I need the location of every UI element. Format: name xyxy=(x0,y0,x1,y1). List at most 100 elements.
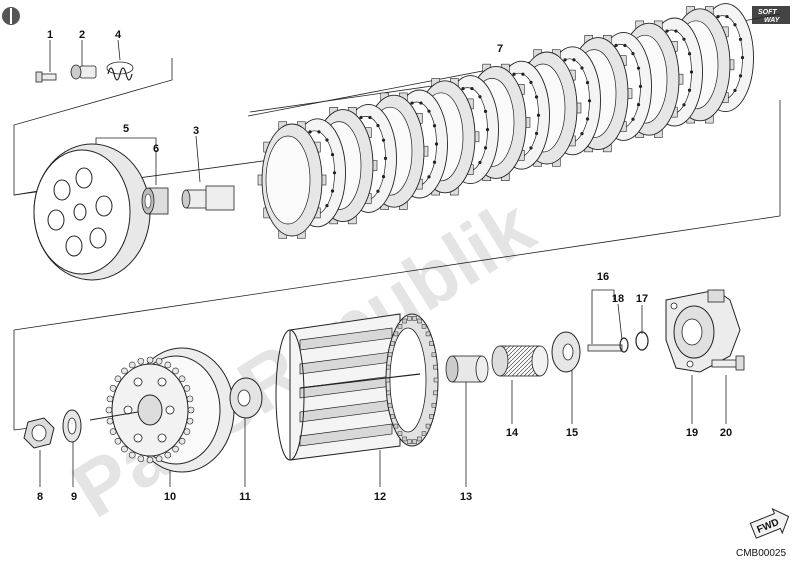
callout-6: 6 xyxy=(153,143,159,155)
basket-gear-tooth xyxy=(390,414,395,419)
callout-9: 9 xyxy=(71,491,77,503)
part-12-clutch-basket xyxy=(275,313,439,461)
callout-12: 12 xyxy=(374,491,386,503)
basket-gear-tooth xyxy=(390,341,395,346)
sprocket-tooth xyxy=(137,455,145,463)
sprocket-tooth xyxy=(114,437,122,445)
sprocket-tooth xyxy=(105,406,113,414)
sprocket-tooth xyxy=(128,451,136,459)
sprocket-tooth xyxy=(146,456,154,464)
basket-gear-tooth xyxy=(425,423,431,429)
basket-gear-tooth xyxy=(393,331,399,337)
callout-1: 1 xyxy=(47,29,53,41)
info-badge-icon[interactable] xyxy=(2,7,20,25)
part-15-washer xyxy=(551,331,581,373)
basket-gear-tooth xyxy=(402,318,407,324)
drawing-code: CMB00025 xyxy=(736,548,786,559)
part-13-spacer-sleeve xyxy=(445,355,489,383)
basket-gear-tooth xyxy=(429,341,434,346)
callout-10: 10 xyxy=(164,491,176,503)
sprocket-tooth xyxy=(172,367,179,375)
basket-gear-tooth xyxy=(386,390,391,396)
basket-gear-tooth xyxy=(417,318,422,324)
fwd-arrow-icon: FWD xyxy=(749,507,790,539)
callout-8: 8 xyxy=(37,491,43,503)
part-10-clutch-hub xyxy=(89,347,235,473)
part-5-pressure-plate xyxy=(33,143,151,281)
part-18-o-ring xyxy=(619,337,629,353)
basket-gear-tooth xyxy=(386,364,391,370)
sprocket-tooth xyxy=(114,375,122,383)
sprocket-tooth xyxy=(146,356,154,364)
sprocket-tooth xyxy=(178,437,186,445)
basket-gear-tooth xyxy=(417,436,422,442)
sprocket-tooth xyxy=(121,445,128,453)
basket-gear-tooth xyxy=(433,377,439,383)
callout-20: 20 xyxy=(720,427,732,439)
basket-gear-tooth xyxy=(407,316,412,321)
sprocket-tooth xyxy=(164,361,172,369)
basket-gear-tooth xyxy=(431,352,437,358)
basket-gear-tooth xyxy=(387,352,393,358)
callout-13: 13 xyxy=(460,491,472,503)
basket-gear-tooth xyxy=(407,439,412,444)
sprocket-tooth xyxy=(106,395,114,403)
callout-15: 15 xyxy=(566,427,578,439)
sprocket-tooth xyxy=(121,367,128,375)
basket-gear-tooth xyxy=(402,436,407,442)
sprocket-tooth xyxy=(172,445,179,453)
part-3-pushrod-head xyxy=(181,185,235,211)
sprocket-tooth xyxy=(128,361,136,369)
basket-gear-tooth xyxy=(412,316,417,321)
part-1-bolt xyxy=(35,71,57,83)
part-20-bolt xyxy=(711,355,745,371)
sprocket-tooth xyxy=(155,455,163,463)
sprocket-tooth xyxy=(137,357,145,365)
basket-gear-tooth xyxy=(429,414,434,419)
friction-plate xyxy=(257,121,327,239)
sprocket-tooth xyxy=(186,417,194,425)
sprocket-tooth xyxy=(178,375,186,383)
part-14-needle-bearing xyxy=(491,345,549,377)
sprocket-tooth xyxy=(186,395,194,403)
sprocket-tooth xyxy=(187,406,195,414)
part-17-circlip xyxy=(635,331,649,351)
callout-17: 17 xyxy=(636,293,648,305)
sprocket-tooth xyxy=(106,417,114,425)
part-2-pin xyxy=(70,64,97,80)
callout-4: 4 xyxy=(115,29,122,41)
basket-gear-tooth xyxy=(433,364,438,370)
part-11-thrust-washer xyxy=(229,377,263,419)
sprocket-tooth xyxy=(164,451,172,459)
callout-2: 2 xyxy=(79,29,85,41)
softway-logo: SOFT WAY xyxy=(752,6,790,24)
part-6-bearing xyxy=(141,187,169,215)
callout-5: 5 xyxy=(123,123,129,135)
basket-gear-tooth xyxy=(387,402,393,408)
basket-gear-tooth xyxy=(421,431,427,436)
basket-gear-tooth xyxy=(393,423,399,429)
callout-labels: 1 2 3 4 5 6 7 8 9 10 11 12 13 14 15 16 1… xyxy=(37,29,732,503)
basket-gear-tooth xyxy=(421,324,427,329)
part-16-pushrod xyxy=(587,344,623,352)
callout-3: 3 xyxy=(193,125,199,137)
logo-line-2: WAY xyxy=(764,17,781,24)
callout-18: 18 xyxy=(612,293,624,305)
callout-7: 7 xyxy=(497,43,503,55)
basket-gear-tooth xyxy=(412,439,417,444)
logo-line-1: SOFT xyxy=(758,9,777,16)
basket-gear-tooth xyxy=(425,331,431,337)
basket-gear-tooth xyxy=(397,324,403,329)
basket-gear-tooth xyxy=(433,390,438,396)
part-7-clutch-disc-pack xyxy=(257,3,754,239)
part-9-washer xyxy=(62,409,82,443)
callout-11: 11 xyxy=(239,491,251,503)
part-4-spring xyxy=(106,61,134,81)
part-8-nut xyxy=(23,417,55,449)
callout-16: 16 xyxy=(597,271,609,283)
sprocket-tooth xyxy=(155,357,163,365)
callout-19: 19 xyxy=(686,427,698,439)
basket-gear-tooth xyxy=(397,431,403,436)
callout-14: 14 xyxy=(506,427,519,439)
